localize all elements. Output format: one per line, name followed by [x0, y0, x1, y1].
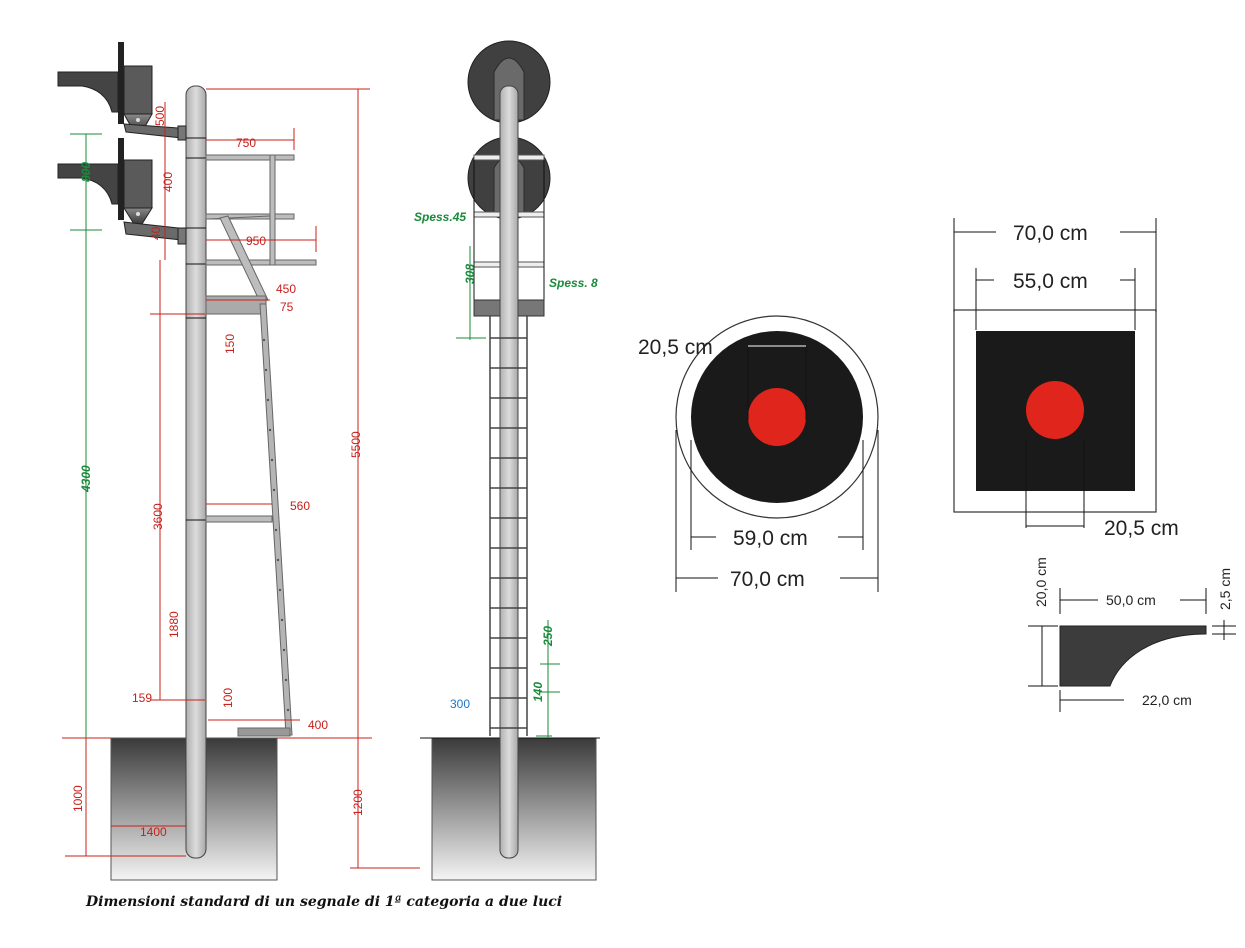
dim-450: 450: [276, 282, 296, 296]
round-panel-width: 59,0 cm: [733, 527, 808, 550]
dim-400: 400: [161, 172, 175, 192]
dim-1000: 1000: [71, 785, 85, 812]
dim-159: 159: [132, 691, 152, 705]
square-panel-detail: 70,0 cm 55,0 cm 20,5 cm: [953, 218, 1179, 540]
dim-300: 300: [450, 697, 470, 711]
dim-1880: 1880: [167, 611, 181, 638]
signal-pole: [185, 85, 207, 859]
round-outer-width: 70,0 cm: [730, 568, 805, 591]
dim-800: 800: [79, 162, 93, 182]
square-inner-width: 55,0 cm: [1013, 270, 1088, 293]
front-pole: [499, 85, 519, 859]
visor-height: 20,0 cm: [1033, 557, 1049, 607]
side-green-dimension-lines: [70, 133, 102, 738]
round-lamp-label: 20,5 cm: [638, 336, 713, 359]
label-spess8: Spess. 8: [549, 276, 598, 290]
dim-1400: 1400: [140, 825, 167, 839]
dim-150: 150: [223, 334, 237, 354]
dim-500: 500: [153, 106, 167, 126]
round-disc-lamp: [748, 388, 806, 446]
rail-rivets: [262, 338, 290, 712]
diagram-caption: Dimensioni standard di un segnale di 1ª …: [85, 894, 562, 910]
dim-140: 140: [531, 682, 545, 702]
dim-750: 750: [236, 136, 256, 150]
visor-thickness: 2,5 cm: [1217, 568, 1233, 610]
front-view: Spess.45 Spess. 8 308 250 140 300: [414, 40, 600, 881]
dim-250: 250: [541, 626, 555, 647]
round-disc-detail: 20,5 cm 59,0 cm 70,0 cm: [638, 315, 879, 592]
dim-100: 100: [221, 688, 235, 708]
dim-75: 75: [280, 300, 294, 314]
square-lamp-width: 20,5 cm: [1104, 517, 1179, 540]
dim-4300: 4300: [79, 465, 93, 493]
side-view: 500 400 40 750 950 450 75 150 5500 560 3…: [57, 42, 420, 881]
visor-detail: 20,0 cm 50,0 cm 2,5 cm 22,0 cm: [1028, 557, 1236, 712]
dim-3600: 3600: [151, 503, 165, 530]
visor-base: 22,0 cm: [1142, 692, 1192, 708]
square-lamp: [1026, 381, 1084, 439]
square-outer-width: 70,0 cm: [1013, 222, 1088, 245]
dim-400-base: 400: [308, 718, 328, 732]
dim-950: 950: [246, 234, 266, 248]
dim-5500: 5500: [349, 431, 363, 458]
side-dimension-lines: [65, 88, 420, 869]
label-spess45: Spess.45: [414, 210, 466, 224]
dim-1200: 1200: [351, 789, 365, 816]
visor-profile: [1059, 625, 1207, 687]
dim-40: 40: [149, 226, 163, 240]
dim-308: 308: [463, 264, 477, 284]
upper-signal-head: [57, 42, 187, 141]
lower-signal-head: [57, 138, 187, 245]
ladder-rungs: [490, 337, 527, 729]
dim-560: 560: [290, 499, 310, 513]
visor-length: 50,0 cm: [1106, 592, 1156, 608]
